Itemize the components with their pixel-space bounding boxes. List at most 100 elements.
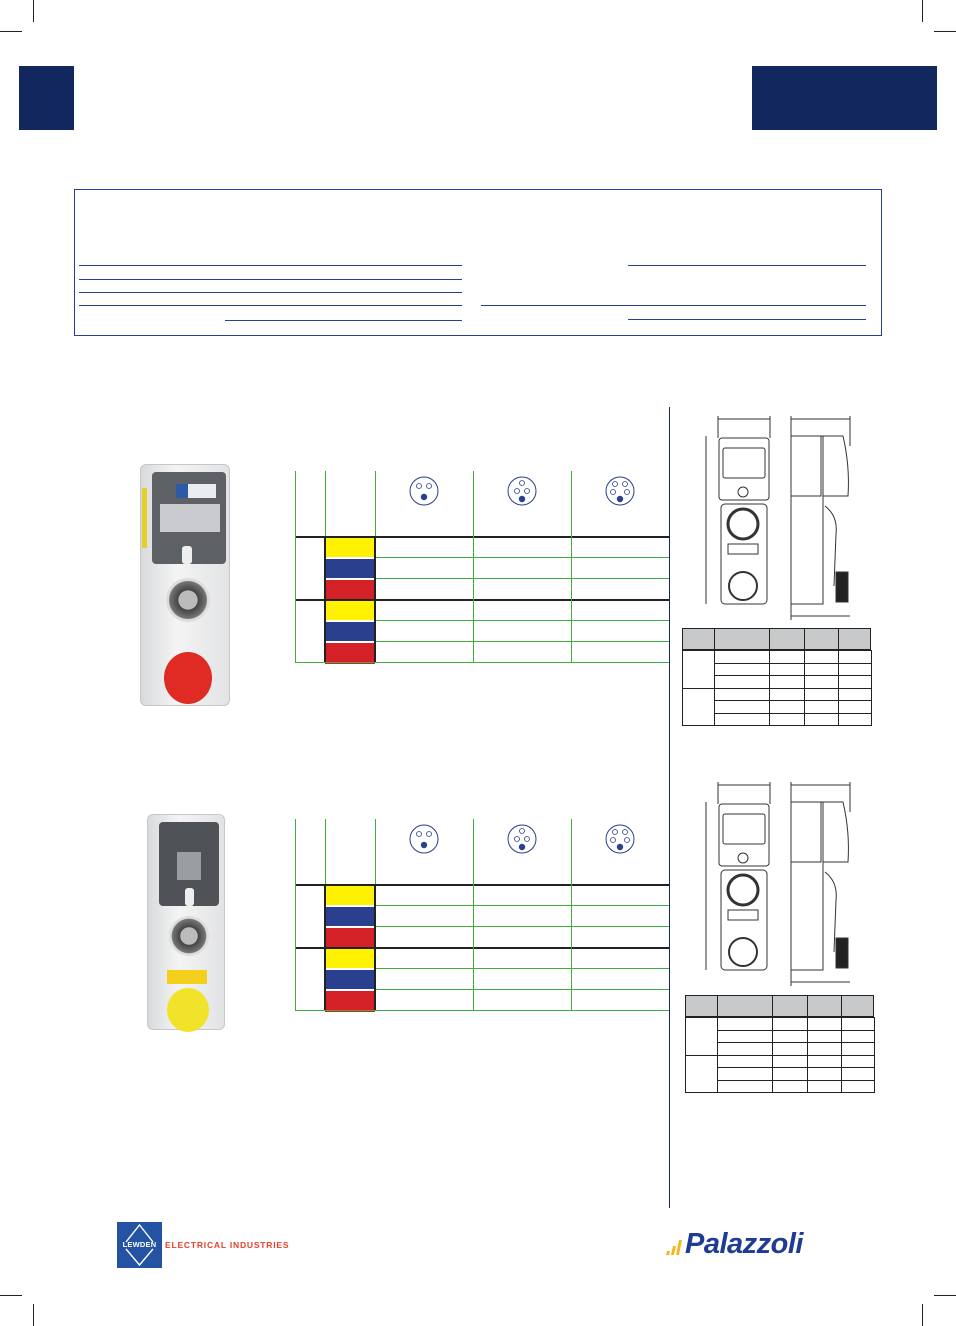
- grid-line: [804, 650, 805, 725]
- grid-line: [571, 536, 572, 557]
- socket-3-pole-icon: [409, 823, 439, 855]
- swatch-border: [374, 884, 376, 947]
- form-line: [79, 265, 462, 266]
- dimension-table: [682, 628, 872, 726]
- row-line: [375, 968, 669, 969]
- grid-line: [325, 471, 326, 536]
- dimension-table: [685, 995, 875, 1093]
- group-divider: [295, 599, 669, 601]
- row-line: [375, 578, 669, 579]
- header-right-block: [752, 66, 937, 130]
- grid-line: [473, 947, 474, 968]
- grid-line: [571, 926, 572, 947]
- socket-3-pole-icon: [409, 475, 439, 507]
- color-swatch-red: [325, 991, 375, 1012]
- table-header: [685, 995, 874, 1017]
- row-line: [375, 905, 669, 906]
- row-line: [682, 687, 871, 689]
- form-line: [79, 279, 462, 280]
- lewden-logo-word: LEWDEN: [122, 1240, 157, 1249]
- crop-mark: [33, 0, 34, 22]
- form-line: [79, 292, 462, 293]
- grid-line: [571, 947, 572, 968]
- color-swatch-blue: [325, 907, 375, 926]
- grid-line: [295, 471, 296, 536]
- row-line: [685, 1054, 874, 1056]
- row-line: [682, 725, 872, 726]
- grid-line: [571, 471, 572, 536]
- product-photo-red-socket: [138, 462, 230, 708]
- grid-line: [473, 641, 474, 662]
- row-line: [717, 1067, 874, 1068]
- grid-line: [772, 995, 773, 1017]
- socket-4-pole-icon: [507, 475, 537, 507]
- grid-line: [717, 1017, 718, 1092]
- grid-line: [841, 995, 842, 1017]
- grid-line: [714, 628, 715, 650]
- crop-mark: [0, 1295, 22, 1296]
- crop-mark: [934, 31, 956, 32]
- grid-line: [571, 599, 572, 620]
- crop-mark: [33, 1304, 34, 1326]
- form-line: [628, 265, 866, 266]
- form-line: [79, 305, 462, 306]
- lewden-logo: LEWDEN: [117, 1222, 162, 1268]
- socket-table: [295, 819, 670, 1012]
- grid-line: [571, 819, 572, 884]
- row-line: [717, 1042, 874, 1043]
- grid-line: [571, 905, 572, 926]
- grid-line: [807, 1017, 808, 1092]
- swatch-border: [324, 599, 326, 662]
- grid-line: [473, 926, 474, 947]
- grid-line: [473, 620, 474, 641]
- grid-line: [295, 536, 296, 599]
- grid-line: [571, 557, 572, 578]
- group-divider: [295, 947, 669, 949]
- row-line: [714, 700, 871, 701]
- grid-line: [571, 578, 572, 599]
- grid-line: [804, 628, 805, 650]
- grid-line: [874, 1017, 875, 1092]
- column-divider: [669, 407, 670, 1208]
- color-swatch-yellow: [325, 949, 375, 968]
- crop-mark: [0, 31, 22, 32]
- color-swatch-yellow: [325, 886, 375, 905]
- grid-line: [375, 819, 376, 884]
- row-line: [682, 650, 871, 651]
- grid-line: [473, 884, 474, 905]
- lewden-diamond-icon: [125, 1223, 154, 1267]
- row-line: [375, 641, 669, 642]
- table-header: [682, 628, 871, 650]
- grid-line: [769, 650, 770, 725]
- row-line: [714, 712, 871, 714]
- product-photo-yellow-socket: [145, 812, 227, 1034]
- grid-line: [473, 968, 474, 989]
- row-line: [685, 1017, 874, 1018]
- grid-line: [473, 557, 474, 578]
- grid-line: [473, 471, 474, 536]
- grid-line: [473, 536, 474, 557]
- color-swatch-blue: [325, 970, 375, 989]
- swatch-border: [374, 599, 376, 662]
- grid-line: [682, 650, 683, 725]
- swatch-border: [374, 536, 376, 599]
- grid-line: [571, 968, 572, 989]
- row-line: [717, 1079, 874, 1081]
- grid-line: [769, 628, 770, 650]
- socket-table: [295, 471, 670, 664]
- grid-line: [295, 599, 296, 662]
- row-line: [375, 557, 669, 558]
- swatch-border: [324, 884, 326, 947]
- grid-line: [571, 641, 572, 662]
- row-line: [717, 1029, 874, 1031]
- row-line: [685, 1092, 875, 1093]
- grid-line: [473, 989, 474, 1010]
- row-line: [295, 1010, 669, 1011]
- swatch-border: [324, 947, 326, 1010]
- grid-line: [473, 819, 474, 884]
- grid-line: [473, 599, 474, 620]
- grid-line: [473, 578, 474, 599]
- color-swatch-red: [325, 643, 375, 664]
- grid-line: [295, 884, 296, 947]
- lewden-tagline: ELECTRICAL INDUSTRIES: [165, 1240, 290, 1250]
